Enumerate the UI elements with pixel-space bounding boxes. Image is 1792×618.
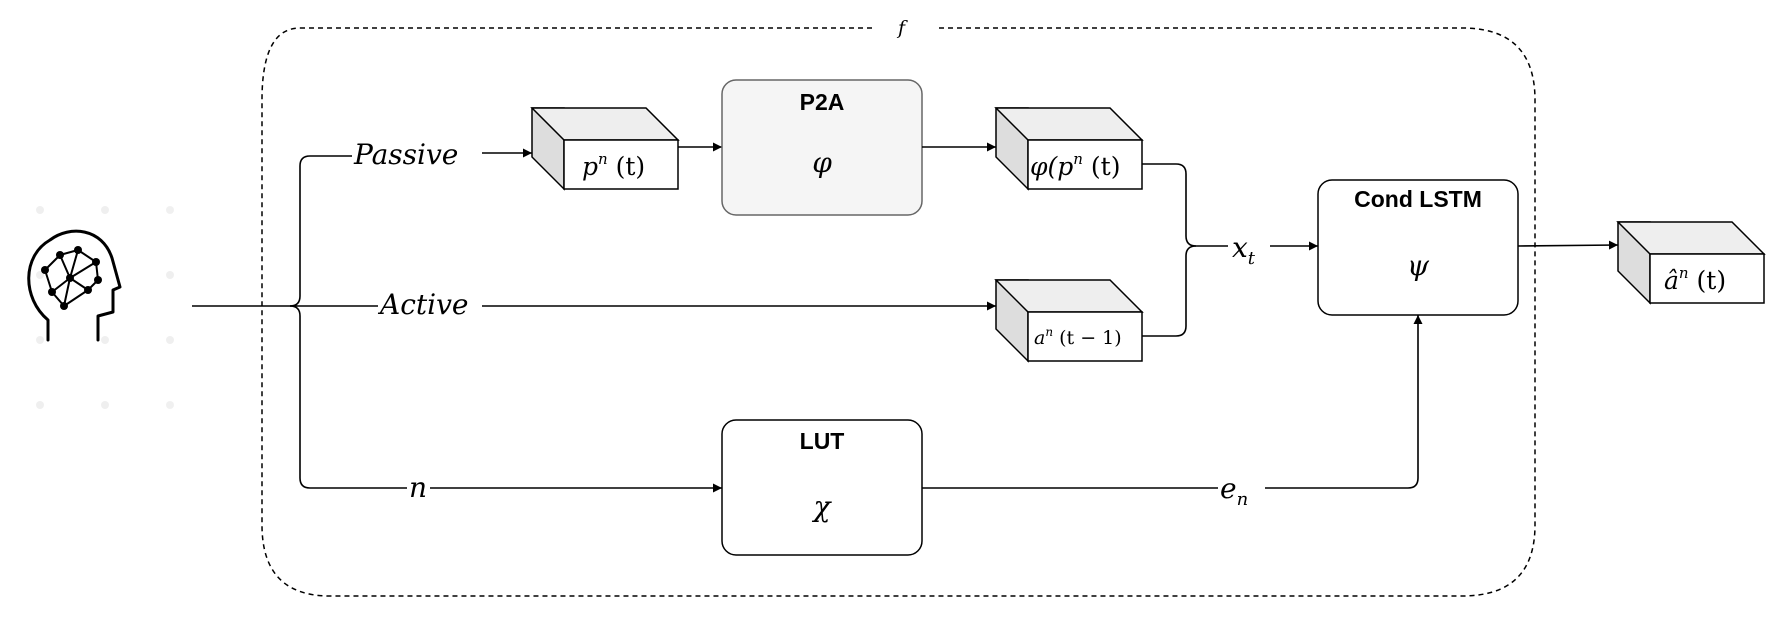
block-p2a: P2A φ bbox=[721, 79, 923, 216]
svg-text:pn (t): pn (t) bbox=[582, 150, 645, 181]
svg-text:an (t − 1): an (t − 1) bbox=[1034, 325, 1122, 349]
block-p2a-symbol: φ bbox=[812, 146, 832, 179]
frame-f-border bbox=[261, 27, 1536, 597]
block-lut: LUT χ bbox=[721, 419, 923, 556]
signal-en: en bbox=[1220, 472, 1248, 510]
label-passive: Passive bbox=[353, 138, 458, 171]
tensor-p-t: pn (t) bbox=[530, 107, 680, 191]
merge-connectors bbox=[1142, 163, 1228, 337]
block-lut-symbol: χ bbox=[812, 490, 833, 523]
tensor-a-hat: ân (t) bbox=[1616, 221, 1766, 305]
label-active: Active bbox=[377, 288, 469, 321]
input-connectors bbox=[192, 155, 407, 489]
block-cond-lstm: Cond LSTM ψ bbox=[1317, 179, 1519, 316]
svg-text:φ(pn (t): φ(pn (t) bbox=[1030, 150, 1120, 181]
background-watermark bbox=[36, 206, 174, 409]
brain-head-icon bbox=[27, 229, 122, 342]
block-lut-title: LUT bbox=[800, 428, 845, 454]
block-cond-lstm-title: Cond LSTM bbox=[1354, 186, 1482, 212]
frame-f-gap bbox=[875, 14, 935, 42]
block-p2a-title: P2A bbox=[800, 89, 845, 115]
svg-text:ân (t): ân (t) bbox=[1664, 264, 1726, 295]
block-cond-lstm-symbol: ψ bbox=[1407, 249, 1430, 282]
tensor-a-prev: an (t − 1) bbox=[994, 279, 1144, 363]
signal-xt: xt bbox=[1232, 231, 1256, 269]
frame-f-label: f bbox=[896, 17, 908, 39]
arrow-lstm-to-output bbox=[1517, 240, 1619, 250]
arrow-en-to-lstm bbox=[1265, 315, 1423, 489]
tensor-phi-p: φ(pn (t) bbox=[994, 107, 1144, 191]
label-n: n bbox=[409, 471, 427, 504]
